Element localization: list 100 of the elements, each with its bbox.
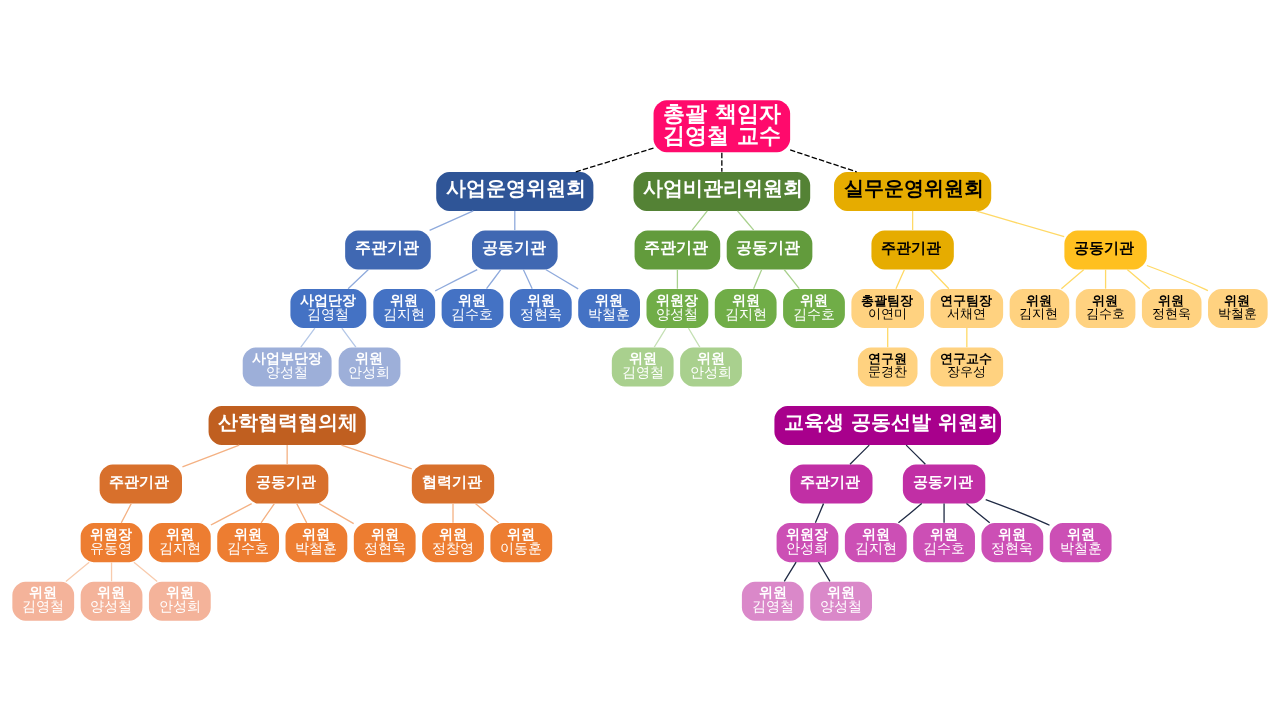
node-box: 공동기관 [726,229,813,269]
connector [676,268,679,289]
node-box: 주관기관 [345,229,431,269]
node-box: 위원 이동훈 [490,522,553,562]
node-box: 공동기관 [902,464,986,504]
node-box: 주관기관 [99,464,182,504]
connector [1126,268,1151,289]
node-box: 공동기관 [1064,229,1147,269]
node-box: 위원 김영철 [12,581,75,621]
node-box: 연구팀장 서채연 [930,288,1004,328]
node-box: 사업운영위원회 [436,171,594,211]
connector [975,209,1065,237]
node-box: 사업부단장 양성철 [242,347,332,386]
node-box: 주관기관 [634,229,721,269]
node-box: 위원장 안성희 [776,522,839,562]
node-box: 위원 박철훈 [578,288,640,328]
connector [943,502,945,523]
connector [514,209,516,231]
node-box: 사업단장 김영철 [290,288,367,328]
connector [1146,264,1209,291]
node-box: 위원 안성희 [338,347,401,386]
connector [912,209,914,231]
connector [849,443,870,465]
connector [905,443,927,465]
connector [1060,268,1085,289]
connector [474,502,500,523]
node-box: 실무운영위원회 [834,171,992,211]
node-box: 주관기관 [790,464,873,504]
connector [428,209,474,231]
node-box: 위원 정현욱 [353,522,416,562]
connector [966,326,968,348]
node-box: 위원 양성철 [80,581,143,621]
connector [691,209,708,231]
node-box: 위원 김수호 [783,288,845,328]
node-box: 연구교수 장우성 [930,347,1004,386]
node-box: 총괄팀장 이연미 [851,288,924,328]
node-box: 연구원 문경찬 [857,347,918,386]
node-box: 위원 박철훈 [1208,288,1268,328]
connector [133,561,158,582]
node-box: 공동기관 [472,229,558,269]
connector [485,268,502,289]
connector [965,502,991,523]
connector [347,268,370,289]
connector [120,502,132,523]
connector [340,443,413,470]
node-box: 위원장 유동영 [80,522,143,562]
connector [985,498,1051,526]
connector [181,443,240,468]
connector [752,268,763,289]
connector [260,502,275,523]
node-box: 위원 안성희 [680,347,742,386]
node-box: 산학협력협의체 [208,405,366,445]
node-box: 위원 정현욱 [1141,288,1202,328]
node-box: 위원 김수호 [1075,288,1136,328]
node-box: 위원 박철훈 [285,522,348,562]
connector [783,561,797,582]
node-box: 위원 김수호 [441,288,504,328]
node-box: 협력기관 [411,464,495,504]
node-box: 위원 김수호 [913,522,975,562]
connector [929,268,950,289]
connector [575,147,655,172]
node-box: 위원 김지현 [373,288,436,328]
node-box: 위원 김지현 [1009,288,1070,328]
connector [300,326,316,348]
node-box: 위원 김영철 [611,347,674,386]
node-box: 위원 김지현 [844,522,907,562]
node-box: 교육생 공동선발 위원회 [774,405,1001,445]
connector [783,268,800,289]
node-box: 위원 정현욱 [509,288,572,328]
connector [789,148,858,172]
connector [110,561,113,582]
connector [296,502,308,523]
connector [721,151,723,172]
connector [897,502,923,523]
node-box: 위원 김지현 [148,522,211,562]
node-box: 위원 양성철 [810,581,872,621]
connector [687,326,701,348]
connector [817,561,831,582]
node-box: 주관기관 [871,229,954,269]
connector [895,268,906,289]
connector [736,209,755,231]
node-box: 위원장 양성철 [646,288,709,328]
connector [65,561,90,582]
connector [434,268,478,291]
node-box: 위원 김지현 [714,288,777,328]
connector [1104,268,1107,289]
connector [887,326,889,348]
connector [545,268,579,290]
connector [341,326,357,348]
node-box: 위원 정현욱 [981,522,1044,562]
node-box: 총괄 책임자 김영철 교수 [653,99,791,152]
connector [210,502,253,526]
node-box: 공동기관 [245,464,329,504]
connector [522,268,533,289]
node-box: 위원 김영철 [741,581,804,621]
node-box: 위원 안성희 [148,581,211,621]
connector [814,502,825,523]
connector [286,443,288,465]
connector [318,502,355,524]
connector [653,326,667,348]
